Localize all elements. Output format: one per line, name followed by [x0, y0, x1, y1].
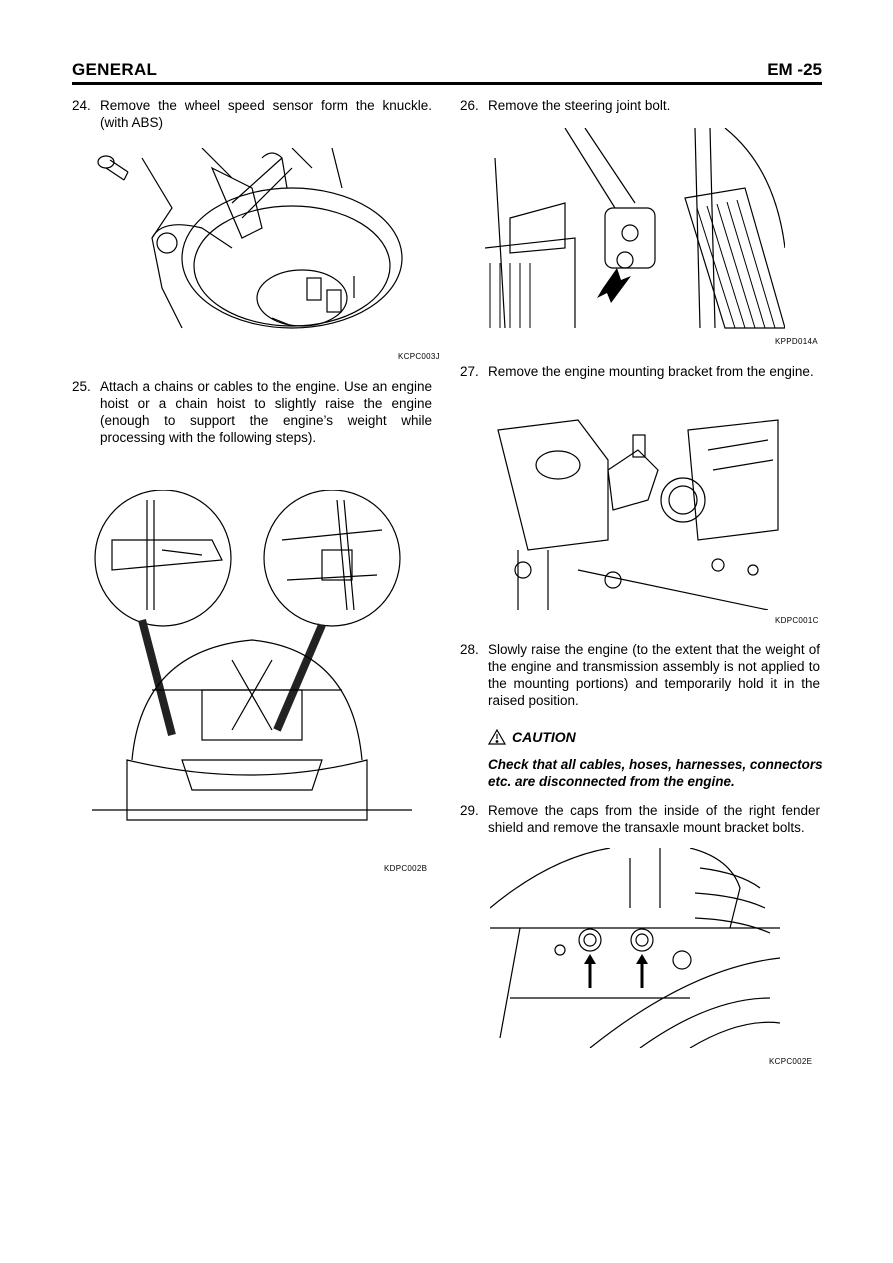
step-number: 24. — [72, 98, 91, 113]
arrow-icon — [597, 268, 631, 303]
figure-engine-hoist — [92, 490, 412, 830]
step-number: 25. — [72, 379, 91, 394]
step-number: 28. — [460, 642, 479, 657]
step-text: Remove the steering joint bolt. — [488, 98, 671, 113]
step-29: 29. Remove the caps from the inside of t… — [460, 802, 820, 836]
step-24: 24. Remove the wheel speed sensor form t… — [72, 97, 432, 131]
caution-label: CAUTION — [512, 729, 576, 745]
caution-text: Check that all cables, hoses, harnesses,… — [488, 757, 823, 789]
step-27: 27. Remove the engine mounting bracket f… — [460, 363, 820, 380]
step-26: 26. Remove the steering joint bolt. — [460, 97, 820, 114]
caution-box: CAUTION Check that all cables, hoses, ha… — [488, 729, 823, 790]
step-number: 26. — [460, 98, 479, 113]
step-text: Slowly raise the engine (to the extent t… — [488, 642, 820, 708]
step-text: Attach a chains or cables to the engine.… — [100, 379, 432, 445]
step-text: Remove the engine mounting bracket from … — [488, 364, 814, 379]
caution-heading: CAUTION — [488, 729, 823, 745]
step-text: Remove the caps from the inside of the r… — [488, 803, 820, 835]
figure-mount-bracket — [488, 410, 788, 610]
figure-wheel-sensor — [92, 148, 404, 344]
step-number: 29. — [460, 803, 479, 818]
step-text: Remove the wheel speed sensor form the k… — [100, 98, 432, 130]
step-number: 27. — [460, 364, 479, 379]
figure-code: KDPC002B — [384, 864, 428, 873]
header-rule — [72, 82, 822, 85]
page-number: EM -25 — [767, 60, 822, 79]
figure-steering-joint — [485, 128, 785, 330]
figure-code: KCPC003J — [398, 352, 440, 361]
figure-transaxle-bolts — [490, 848, 790, 1048]
figure-code: KPPD014A — [775, 337, 818, 346]
figure-code: KCPC002E — [769, 1057, 813, 1066]
section-title: GENERAL — [72, 60, 158, 79]
step-28: 28. Slowly raise the engine (to the exte… — [460, 641, 820, 709]
warning-triangle-icon — [488, 729, 506, 745]
step-25: 25. Attach a chains or cables to the eng… — [72, 378, 432, 446]
page-header: GENERAL EM -25 — [72, 60, 822, 84]
arrow-icon — [588, 960, 644, 988]
figure-code: KDPC001C — [775, 616, 819, 625]
bolt-icon — [97, 155, 129, 181]
